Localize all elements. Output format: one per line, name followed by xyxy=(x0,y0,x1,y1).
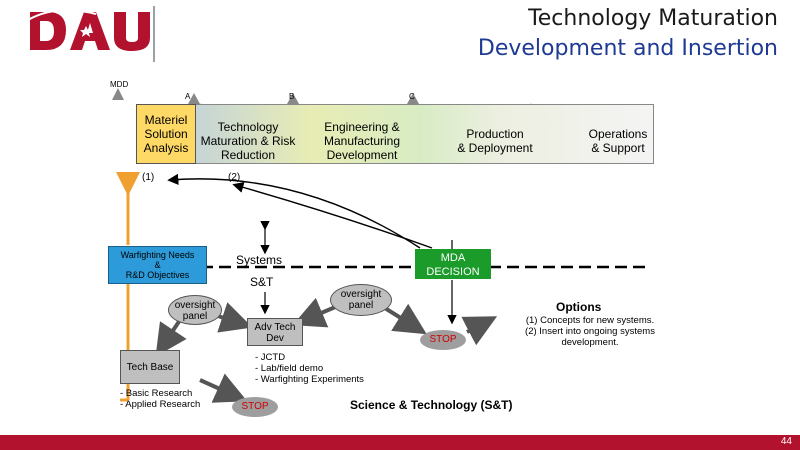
title-line-2: Development and Insertion xyxy=(477,36,778,61)
milestone-a-triangle xyxy=(188,93,200,104)
tech-base-to-stop-arrow xyxy=(199,373,248,403)
dau-logo xyxy=(26,6,151,61)
warfighting-needs-box: Warfighting Needs & R&D Objectives xyxy=(108,246,207,284)
options-list: (1) Concepts for new systems. (2) Insert… xyxy=(510,315,670,348)
base-list-item-2: - Applied Research xyxy=(120,399,201,410)
base-list-item-1: - Basic Research xyxy=(120,388,193,399)
phase-production-line-1: Production xyxy=(466,127,524,141)
oversight-right-line-2: panel xyxy=(348,300,374,311)
stop-right-to-options-arrow xyxy=(461,316,498,346)
systems-label: Systems xyxy=(236,253,283,267)
oversight-left-to-tech-base-arrow xyxy=(155,318,187,357)
arrow-to-ref-1 xyxy=(167,173,421,249)
phase-bar xyxy=(136,104,654,164)
options-title: Options xyxy=(556,300,602,314)
options-line-1: (1) Concepts for new systems. xyxy=(525,315,655,326)
phase-operations-line-1: Operations xyxy=(588,127,648,141)
milestone-b-triangle xyxy=(287,93,299,104)
adv-list-item-1: - JCTD xyxy=(255,352,286,363)
stop-right: STOP xyxy=(420,330,466,350)
phase-engineering-line-3: Development xyxy=(326,148,398,162)
phase-technology-line-2: Maturation & Risk xyxy=(200,134,296,148)
phase-materiel-solution-analysis: Materiel Solution Analysis xyxy=(136,104,196,164)
phase-materiel-line-1: Materiel xyxy=(144,113,188,127)
phase-materiel-line-2: Solution xyxy=(144,127,188,141)
oversight-right-line-1: oversight xyxy=(340,289,382,300)
logo-divider xyxy=(153,6,155,62)
oversight-panel-right: oversight panel xyxy=(330,284,392,316)
adv-tech-line-1: Adv Tech xyxy=(254,322,296,333)
mda-line-1: MDA xyxy=(440,252,466,264)
oversight-left-line-1: oversight xyxy=(174,300,216,311)
oversight-right-to-stop-arrow xyxy=(378,303,427,335)
milestone-b-label: B xyxy=(289,92,295,101)
adv-list-item-3: - Warfighting Experiments xyxy=(255,374,364,385)
milestone-mdd-triangle xyxy=(112,88,124,100)
warfighting-line-1: Warfighting Needs xyxy=(120,250,195,260)
oversight-panel-left: oversight panel xyxy=(168,295,222,325)
st-label: S&T xyxy=(250,275,274,289)
ref-label-2: (2) xyxy=(228,172,241,183)
title-line-1: Technology Maturation xyxy=(528,6,778,31)
adv-tech-list: - JCTD - Lab/field demo - Warfighting Ex… xyxy=(255,352,364,385)
oversight-left-to-adv-tech-arrow xyxy=(214,302,253,333)
science-technology-label: Science & Technology (S&T) xyxy=(350,398,513,412)
milestone-c-triangle xyxy=(407,93,419,104)
phase-technology-maturation: Technology Maturation & Risk Reduction xyxy=(196,120,300,162)
phase-operations-line-2: & Support xyxy=(591,141,645,155)
stop-left: STOP xyxy=(232,397,278,417)
adv-tech-dev-box: Adv Tech Dev xyxy=(247,318,303,346)
ref-label-1: (1) xyxy=(142,172,155,183)
page-number: 44 xyxy=(780,436,792,447)
mda-decision-box: MDA DECISION xyxy=(415,249,491,279)
adv-list-item-2: - Lab/field demo xyxy=(255,363,324,374)
milestone-c-label: C xyxy=(409,92,415,101)
phase-materiel-line-3: Analysis xyxy=(143,141,189,155)
phase-operations-support: Operations & Support xyxy=(570,127,666,155)
phase-engineering-line-2: Manufacturing xyxy=(323,134,401,148)
phase-engineering-line-1: Engineering & xyxy=(324,120,400,134)
milestone-mdd-label: MDD xyxy=(110,80,129,89)
phase-technology-line-1: Technology xyxy=(217,120,279,134)
milestone-a-label: A xyxy=(185,92,191,101)
oversight-left-line-2: panel xyxy=(182,311,208,322)
adv-tech-line-2: Dev xyxy=(266,333,284,344)
options-line-2: (2) Insert into ongoing systems xyxy=(525,326,655,337)
phase-engineering-manufacturing: Engineering & Manufacturing Development xyxy=(310,120,414,162)
phase-production-line-2: & Deployment xyxy=(457,141,533,155)
mda-line-2: DECISION xyxy=(426,266,480,278)
warfighting-line-2: & xyxy=(154,260,161,270)
phase-technology-line-3: Reduction xyxy=(220,148,276,162)
tech-base-box: Tech Base xyxy=(120,350,180,384)
footer-bar xyxy=(0,435,800,450)
tech-base-list: - Basic Research - Applied Research xyxy=(120,388,200,410)
warfighting-line-3: R&D Objectives xyxy=(125,270,190,280)
phase-production-deployment: Production & Deployment xyxy=(445,127,545,155)
options-line-3: development. xyxy=(561,337,619,348)
arrow-to-ref-2 xyxy=(232,181,433,249)
